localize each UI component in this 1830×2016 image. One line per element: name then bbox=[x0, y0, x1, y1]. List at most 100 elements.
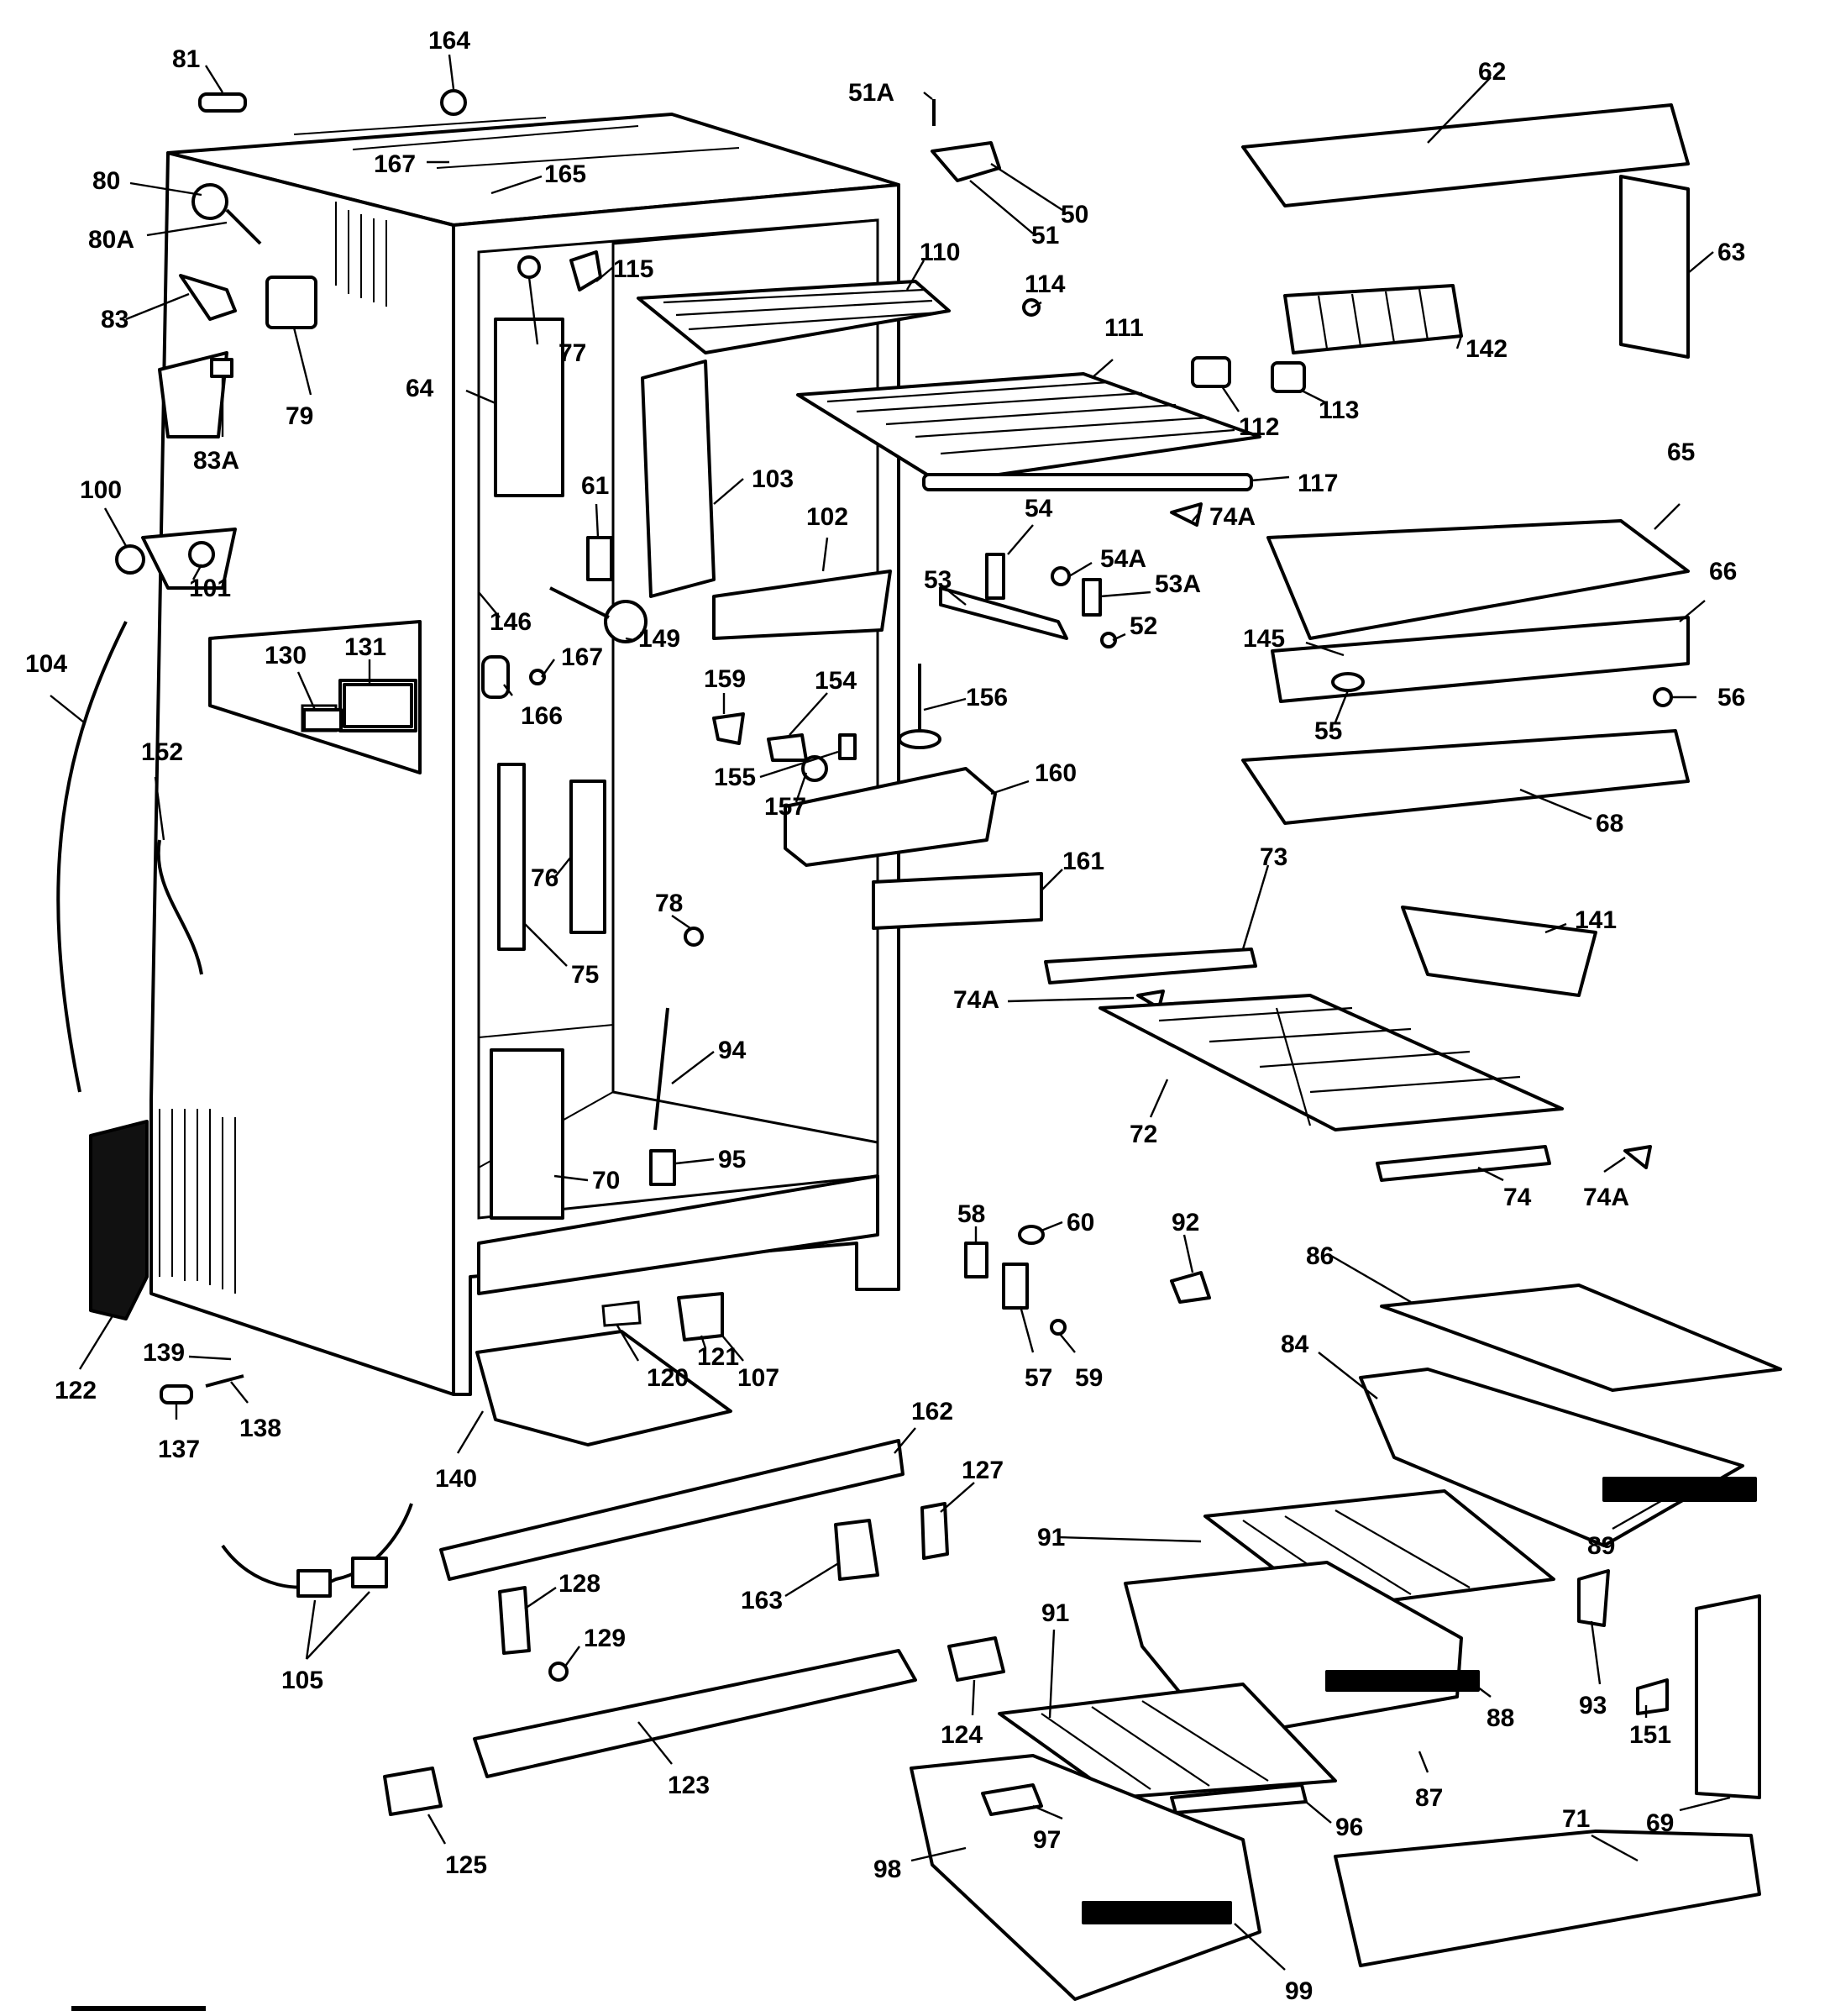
part-112 bbox=[1191, 356, 1231, 388]
label-79: 79 bbox=[286, 402, 313, 430]
part-121 bbox=[677, 1292, 724, 1341]
part-141-bin bbox=[1401, 906, 1597, 997]
label-50: 50 bbox=[1061, 201, 1088, 228]
label-89: 89 bbox=[1587, 1532, 1615, 1560]
label-145: 145 bbox=[1243, 625, 1285, 653]
label-93: 93 bbox=[1579, 1692, 1607, 1719]
label-115: 115 bbox=[613, 255, 653, 283]
label-64: 64 bbox=[406, 375, 434, 402]
part-70-rail bbox=[490, 1048, 564, 1220]
part-166 bbox=[481, 655, 510, 699]
part-151 bbox=[1636, 1678, 1669, 1715]
label-62: 62 bbox=[1478, 58, 1506, 86]
part-125 bbox=[383, 1767, 443, 1816]
label-165: 165 bbox=[544, 160, 586, 188]
label-70: 70 bbox=[592, 1167, 620, 1194]
label-94: 94 bbox=[718, 1037, 747, 1064]
part-129 bbox=[548, 1662, 569, 1682]
label-123: 123 bbox=[668, 1772, 710, 1799]
part-71-door-bin bbox=[1334, 1830, 1761, 1967]
label-154: 154 bbox=[815, 667, 857, 695]
part-64-rail bbox=[494, 318, 564, 497]
part-137 bbox=[160, 1384, 193, 1404]
part-95 bbox=[649, 1149, 676, 1186]
label-117: 117 bbox=[1298, 470, 1338, 497]
label-137: 137 bbox=[158, 1436, 200, 1463]
label-166: 166 bbox=[521, 702, 563, 730]
label-87: 87 bbox=[1415, 1784, 1443, 1812]
label-55: 55 bbox=[1314, 717, 1342, 745]
part-68-door-shelf bbox=[1241, 729, 1690, 825]
leader-lines bbox=[50, 54, 1731, 1971]
part-105-plug-b bbox=[351, 1557, 388, 1588]
part-54 bbox=[985, 553, 1005, 600]
label-161: 161 bbox=[1062, 848, 1104, 875]
part-86-cover bbox=[1380, 1284, 1782, 1392]
part-140-tray bbox=[475, 1330, 732, 1446]
part-155 bbox=[838, 733, 857, 760]
label-74A2: 74A bbox=[953, 986, 999, 1014]
part-72-wire-shelf bbox=[1099, 994, 1564, 1131]
part-138 bbox=[205, 1374, 244, 1388]
part-100 bbox=[115, 544, 145, 575]
label-164: 164 bbox=[428, 27, 470, 55]
part-59 bbox=[1050, 1319, 1067, 1336]
part-79 bbox=[265, 276, 317, 329]
label-131: 131 bbox=[344, 633, 386, 661]
part-73-trim bbox=[1044, 948, 1257, 984]
label-110: 110 bbox=[920, 239, 960, 266]
label-159: 159 bbox=[704, 665, 746, 693]
label-51A: 51A bbox=[848, 79, 894, 107]
label-51: 51 bbox=[1031, 222, 1059, 249]
label-83: 83 bbox=[101, 306, 128, 333]
label-125: 125 bbox=[445, 1851, 487, 1879]
part-123-grille bbox=[473, 1649, 917, 1778]
control-panel-outline bbox=[208, 620, 422, 774]
label-58: 58 bbox=[957, 1200, 985, 1228]
part-66-door-rail bbox=[1271, 616, 1690, 703]
part-110-freezer-shelf bbox=[637, 280, 951, 354]
label-155: 155 bbox=[714, 764, 756, 791]
label-91a: 91 bbox=[1037, 1524, 1065, 1551]
part-128 bbox=[498, 1586, 531, 1655]
part-97 bbox=[981, 1783, 1043, 1816]
label-77: 77 bbox=[558, 339, 586, 367]
part-111-wire-shelf bbox=[796, 372, 1261, 485]
label-54: 54 bbox=[1025, 495, 1053, 522]
label-65: 65 bbox=[1667, 438, 1695, 466]
part-57 bbox=[1002, 1263, 1029, 1310]
label-141: 141 bbox=[1575, 906, 1617, 934]
label-99: 99 bbox=[1285, 1977, 1313, 2005]
label-57: 57 bbox=[1025, 1364, 1052, 1392]
label-121: 121 bbox=[697, 1343, 739, 1371]
label-72: 72 bbox=[1130, 1121, 1157, 1148]
label-80A: 80A bbox=[88, 226, 134, 254]
label-104: 104 bbox=[25, 650, 67, 678]
label-167b: 167 bbox=[561, 643, 603, 671]
label-84: 84 bbox=[1281, 1331, 1309, 1358]
part-130 bbox=[302, 708, 343, 732]
label-71: 71 bbox=[1562, 1805, 1590, 1833]
part-167b bbox=[529, 669, 546, 685]
label-59: 59 bbox=[1075, 1364, 1103, 1392]
label-139: 139 bbox=[143, 1339, 185, 1367]
label-101: 101 bbox=[189, 575, 231, 602]
part-62-door-shelf bbox=[1241, 103, 1690, 207]
label-86: 86 bbox=[1306, 1242, 1334, 1270]
label-96: 96 bbox=[1335, 1814, 1363, 1841]
label-163: 163 bbox=[741, 1587, 783, 1614]
part-52 bbox=[1100, 632, 1117, 648]
part-56 bbox=[1653, 687, 1673, 707]
label-75: 75 bbox=[571, 961, 599, 989]
part-117-trim bbox=[922, 473, 1253, 491]
part-157 bbox=[801, 755, 828, 782]
label-102: 102 bbox=[806, 503, 848, 531]
label-60: 60 bbox=[1067, 1209, 1094, 1236]
part-number-labels: 81 164 51A 62 80 167 165 50 51 63 80A 11… bbox=[25, 27, 1745, 2005]
label-128: 128 bbox=[558, 1570, 600, 1598]
label-151: 151 bbox=[1629, 1721, 1671, 1749]
label-92: 92 bbox=[1172, 1209, 1199, 1236]
label-152: 152 bbox=[141, 738, 183, 766]
part-81 bbox=[198, 92, 247, 113]
